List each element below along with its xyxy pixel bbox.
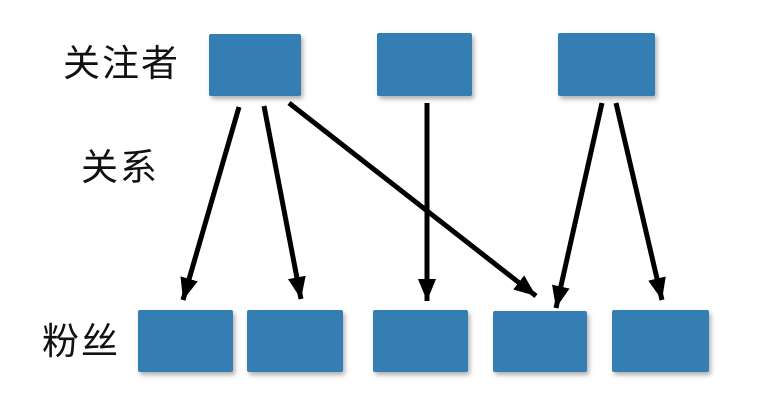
arrow-followee-1-to-fan-4 <box>287 101 538 298</box>
node-followee-3 <box>558 33 655 96</box>
arrow-followee-3-to-fan-5 <box>613 102 666 301</box>
node-followee-1 <box>209 34 301 96</box>
arrow-followee-1-to-fan-1 <box>180 106 242 301</box>
node-fan-2 <box>247 310 343 372</box>
node-fan-4 <box>493 311 587 372</box>
arrow-followee-3-to-fan-4 <box>552 102 605 309</box>
node-fan-5 <box>612 310 709 372</box>
node-fan-3 <box>373 310 468 372</box>
row-label-relations: 关系 <box>81 147 159 188</box>
node-followee-2 <box>377 33 472 96</box>
row-label-followees: 关注者 <box>63 43 180 84</box>
node-fan-1 <box>138 310 233 372</box>
row-label-fans: 粉丝 <box>42 321 120 362</box>
arrow-followee-1-to-fan-2 <box>261 105 306 300</box>
